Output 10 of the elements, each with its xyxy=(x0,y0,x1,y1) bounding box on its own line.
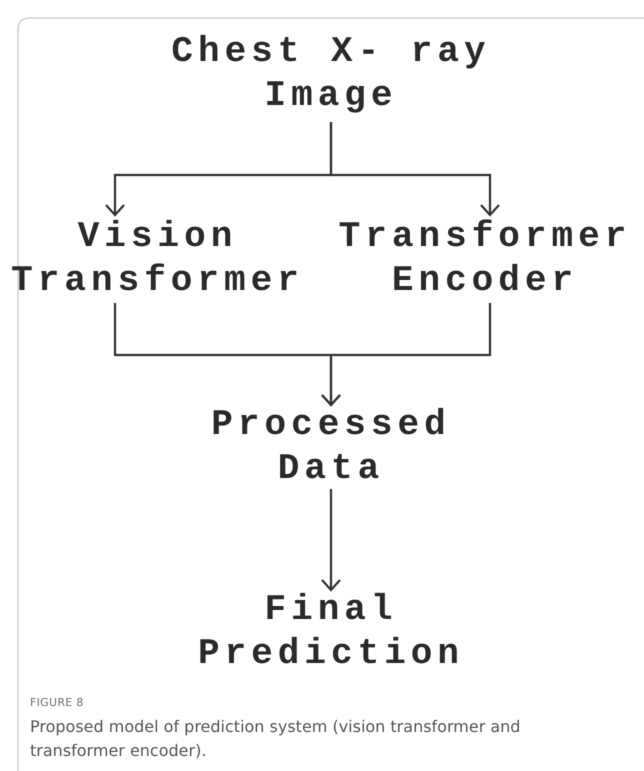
node-label: Transformer Encoder xyxy=(338,215,632,303)
node-label: Final Prediction xyxy=(196,588,466,676)
node-label: Chest X- ray Image xyxy=(171,30,491,118)
arrow xyxy=(320,303,492,406)
node-label: Vision Transformer xyxy=(10,215,305,303)
figure-caption: Proposed model of prediction system (vision transformer and transformer encoder). xyxy=(30,716,522,762)
figure-number: FIGURE 8 xyxy=(30,696,84,709)
arrow xyxy=(320,489,342,592)
arrow xyxy=(330,122,500,216)
node-label: Processed Data xyxy=(210,403,452,491)
